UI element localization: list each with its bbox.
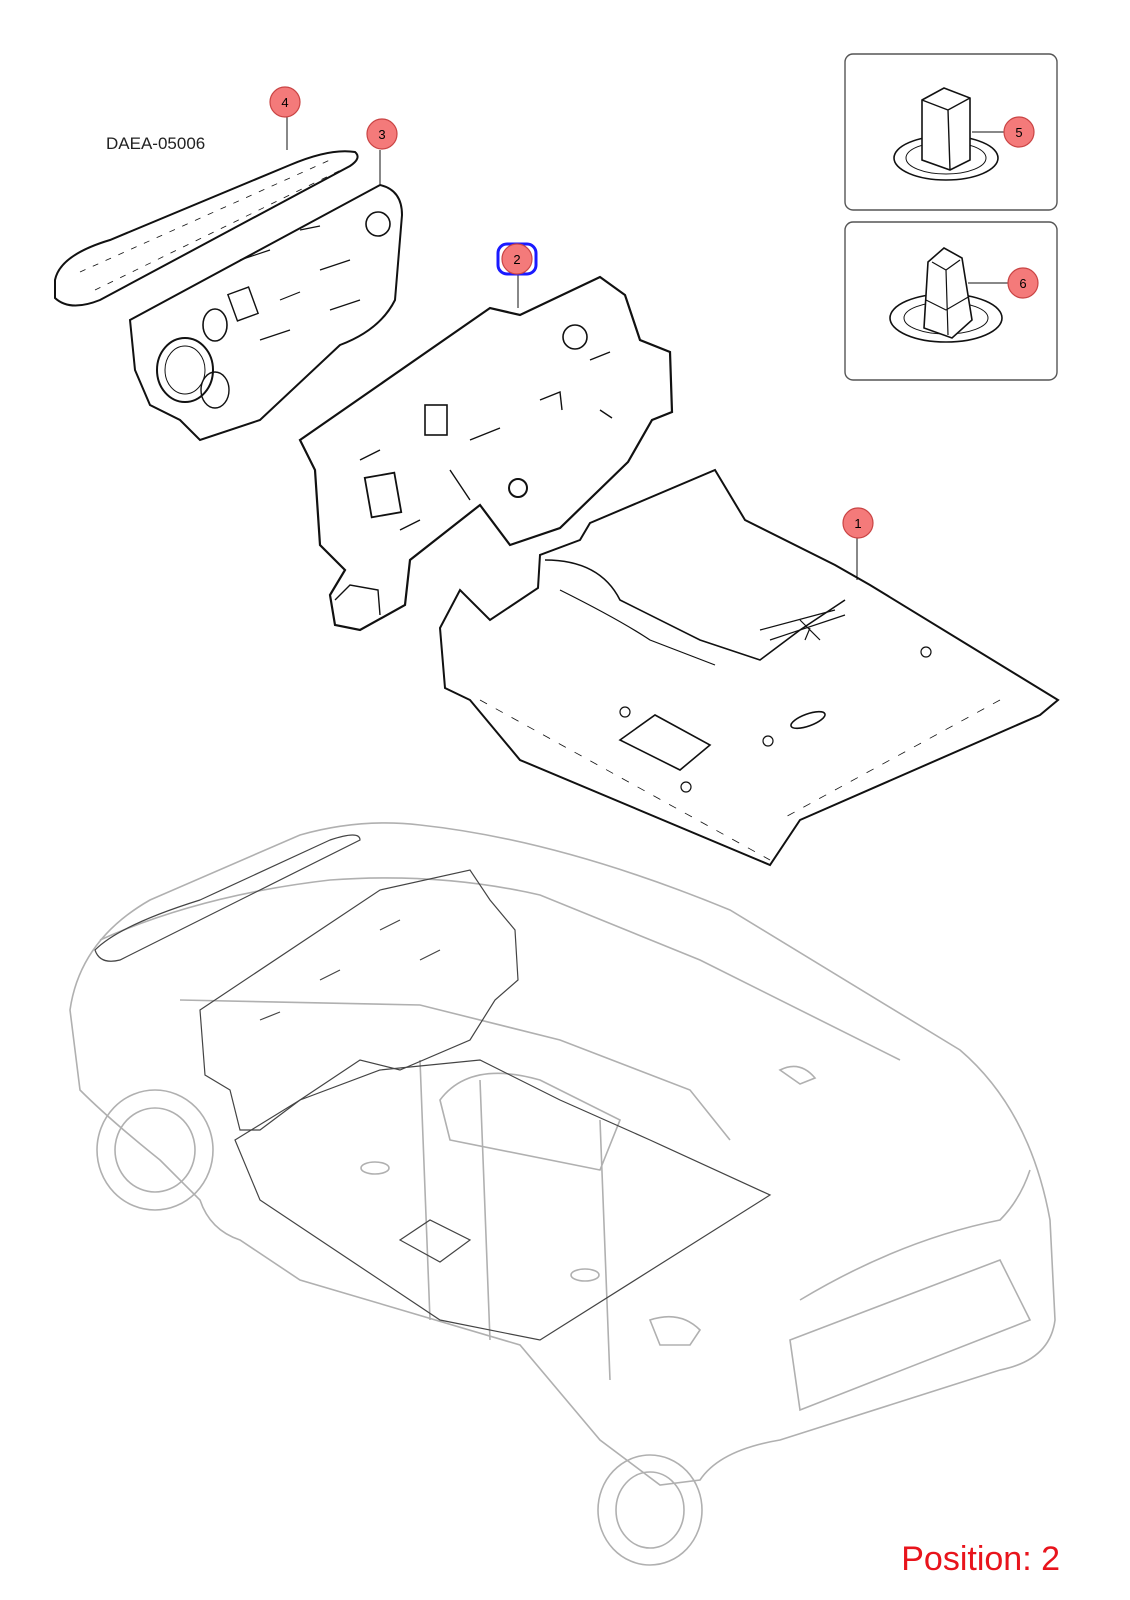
svg-text:2: 2 <box>513 252 520 267</box>
callout-4[interactable]: 4 <box>269 86 301 118</box>
part-3-outer-dash-insulator <box>128 150 404 442</box>
part-1-floor-carpet <box>438 468 1060 867</box>
installed-parts-in-vehicle <box>94 834 772 1341</box>
part-2-inner-dash-insulator <box>298 275 674 632</box>
callout-3[interactable]: 3 <box>366 118 398 150</box>
svg-text:6: 6 <box>1019 276 1026 291</box>
callout-2[interactable]: 2 <box>496 242 538 276</box>
fastener-detail-box-6 <box>844 221 1058 381</box>
callout-6[interactable]: 6 <box>1007 267 1039 299</box>
callout-1[interactable]: 1 <box>842 507 874 539</box>
callout-5[interactable]: 5 <box>1003 116 1035 148</box>
diagram-reference-code: DAEA-05006 <box>106 134 206 153</box>
position-label: Position: 2 <box>901 1540 1060 1578</box>
fastener-detail-box-5 <box>844 53 1058 211</box>
part-4-cowl-strip <box>54 115 359 307</box>
vehicle-outline <box>69 822 1056 1566</box>
svg-text:1: 1 <box>854 516 861 531</box>
svg-text:3: 3 <box>378 127 385 142</box>
svg-text:4: 4 <box>281 95 288 110</box>
svg-text:5: 5 <box>1015 125 1022 140</box>
